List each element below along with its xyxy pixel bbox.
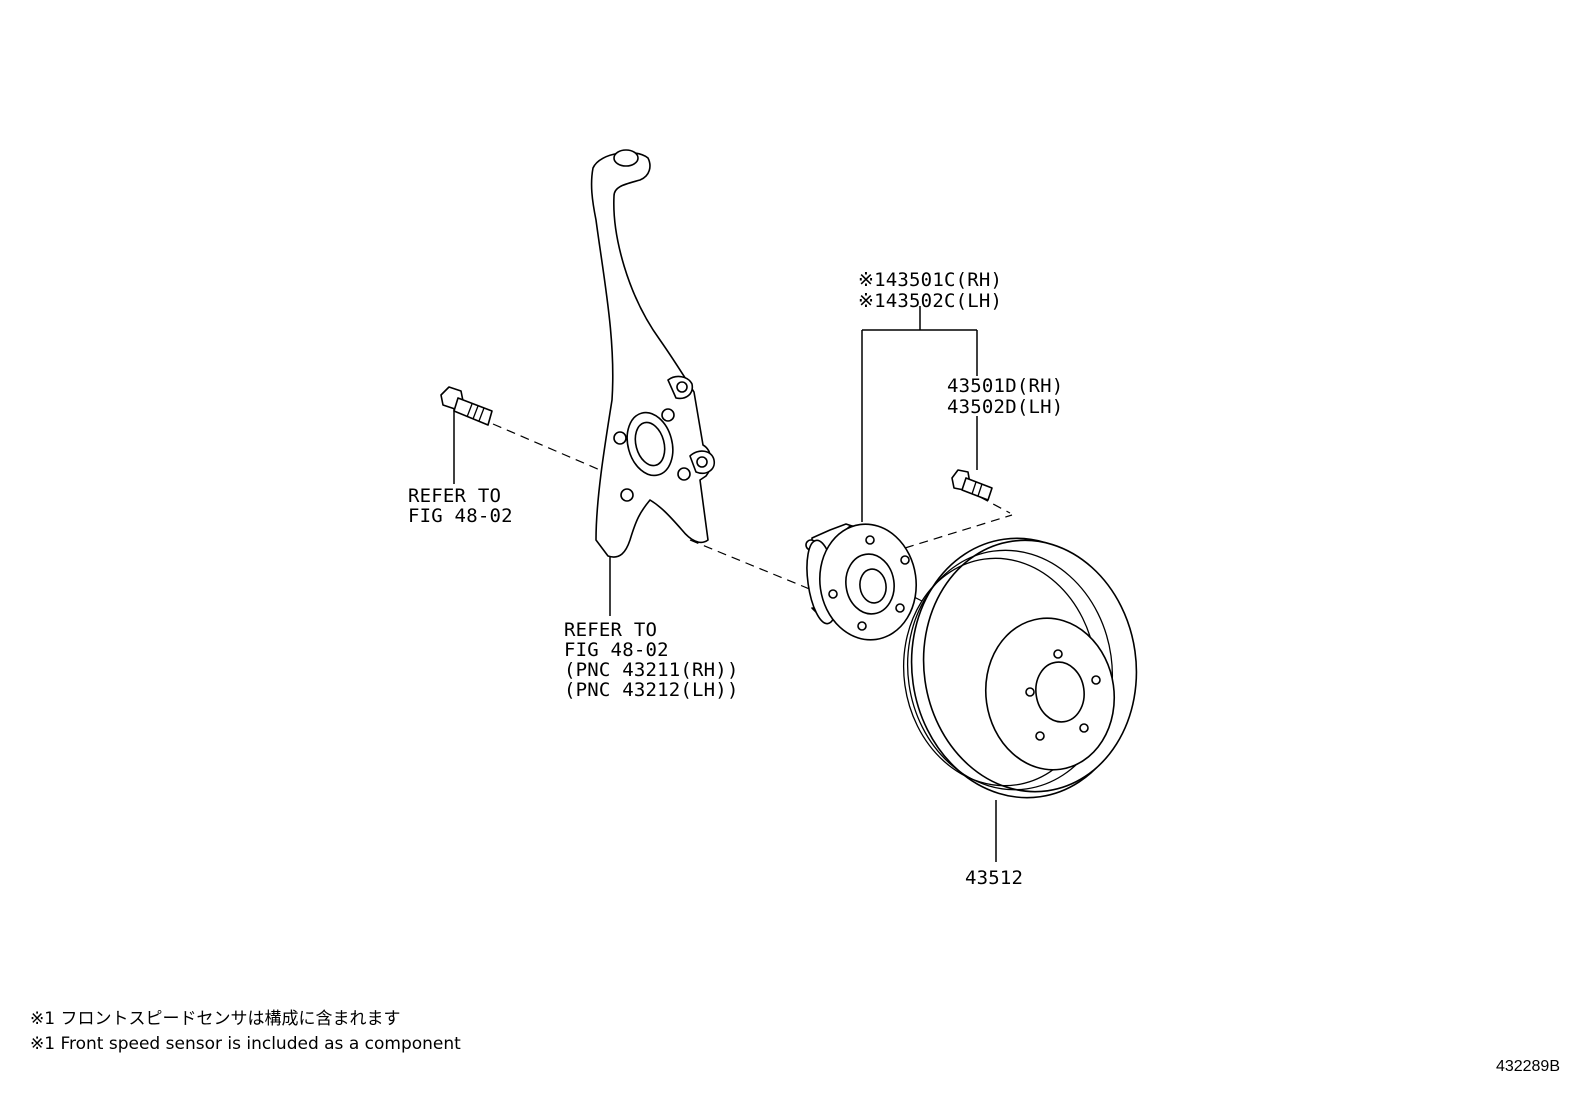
callout-hub-assembly-rh: ※143501C(RH) (858, 269, 1002, 291)
hub-bolt (951, 469, 993, 501)
callout-bolt-refer-1: REFER TO (408, 485, 501, 507)
knuckle-bolt (440, 386, 493, 426)
hub-assembly (805, 523, 918, 641)
callout-hub-bolt-lh: 43502D(LH) (947, 396, 1063, 418)
callout-hub-assembly-lh: ※143502C(LH) (858, 290, 1002, 312)
callout-knuckle-pnc-rh: (PNC 43211(RH)) (564, 659, 739, 681)
callout-knuckle-refer-1: REFER TO (564, 619, 657, 641)
steering-knuckle (590, 149, 716, 558)
callout-hub-bolt-rh: 43501D(RH) (947, 375, 1063, 397)
callout-brake-disc: 43512 (965, 867, 1023, 889)
figure-number: 432289B (1496, 1058, 1560, 1075)
footnote-english: ※1 Front speed sensor is included as a c… (30, 1034, 461, 1054)
callout-knuckle-pnc-lh: (PNC 43212(LH)) (564, 679, 739, 701)
callout-bolt-refer-2: FIG 48-02 (408, 505, 513, 527)
footnote-japanese: ※1 フロントスピードセンサは構成に含まれます (30, 1009, 400, 1029)
leader-lines (453, 306, 997, 862)
callout-knuckle-refer-2: FIG 48-02 (564, 639, 669, 661)
brake-disc (902, 537, 1138, 799)
